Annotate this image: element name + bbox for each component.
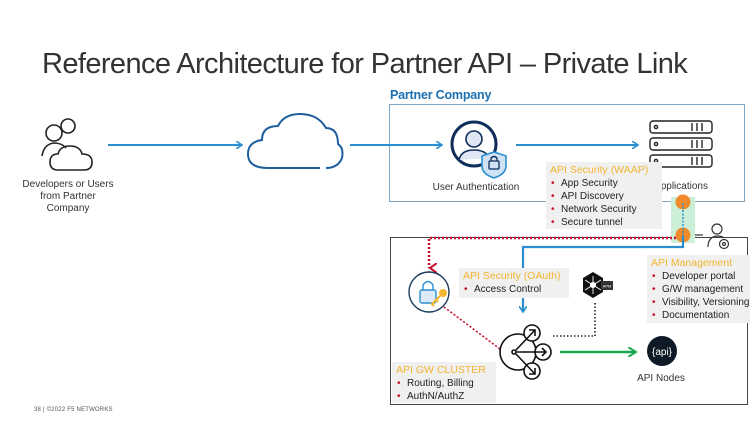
card-item: • AuthN/AuthZ bbox=[396, 390, 490, 403]
bullet-icon: • bbox=[551, 178, 555, 189]
card-item-text: AuthN/AuthZ bbox=[407, 391, 465, 402]
card-item-text: Developer portal bbox=[662, 271, 736, 282]
dotted-flow-apm-to-gateway bbox=[551, 303, 596, 337]
card-item: • Secure tunnel bbox=[550, 216, 656, 229]
card-item: • Developer portal bbox=[651, 270, 744, 283]
admin-user-gear-icon bbox=[695, 223, 730, 250]
developers-caption-line: from Partner bbox=[40, 191, 96, 202]
api-icon: {api} bbox=[647, 336, 677, 366]
bullet-icon: • bbox=[652, 310, 656, 321]
bullet-icon: • bbox=[397, 378, 401, 389]
bullet-icon: • bbox=[464, 284, 468, 295]
card-item-text: Visibility, Versioning bbox=[662, 297, 750, 308]
developers-caption: Developers or Users from Partner Company bbox=[12, 179, 124, 215]
developers-caption-line: Company bbox=[46, 203, 90, 214]
apm-hub-icon: APM bbox=[583, 272, 613, 298]
card-title: API Security (OAuth) bbox=[463, 270, 561, 282]
api-management-card: API Management • Developer portal • G/W ma… bbox=[647, 255, 750, 323]
bullet-icon: • bbox=[551, 217, 555, 228]
card-title: API GW CLUSTER bbox=[396, 364, 486, 376]
api-nodes-caption: API Nodes bbox=[637, 373, 685, 384]
apm-badge: APM bbox=[603, 284, 612, 289]
user-shield-icon bbox=[450, 120, 507, 179]
card-item: • Access Control bbox=[463, 283, 563, 296]
private-link-connector bbox=[671, 194, 695, 243]
card-item-text: API Discovery bbox=[561, 191, 624, 202]
cloud-icon bbox=[246, 112, 344, 169]
card-item: • API Discovery bbox=[550, 190, 656, 203]
bullet-icon: • bbox=[652, 284, 656, 295]
slide-title: Reference Architecture for Partner API –… bbox=[42, 48, 688, 80]
api-badge-text: {api} bbox=[652, 347, 673, 358]
card-item-text: G/W management bbox=[662, 284, 744, 295]
card-item-text: Routing, Billing bbox=[407, 378, 474, 389]
api-security-waap-card: API Security (WAAP) • App Security • API D… bbox=[546, 162, 662, 229]
card-item-text: Documentation bbox=[662, 310, 730, 321]
api-security-oauth-card: API Security (OAuth) • Access Control bbox=[459, 268, 569, 298]
partner-company-label: Partner Company bbox=[390, 88, 492, 102]
card-item-text: Access Control bbox=[474, 284, 542, 295]
api-gateway-router-icon bbox=[499, 324, 552, 380]
bullet-icon: • bbox=[652, 297, 656, 308]
dotted-flow-oauth-to-gateway bbox=[443, 306, 501, 350]
user-auth-caption: User Authentication bbox=[432, 182, 520, 193]
users-cloud-icon bbox=[41, 118, 93, 171]
lock-key-icon bbox=[408, 271, 450, 313]
server-stack-icon bbox=[649, 120, 713, 168]
card-title: API Management bbox=[651, 257, 733, 269]
card-item-text: Network Security bbox=[561, 204, 637, 215]
developers-caption-line: Developers or Users bbox=[22, 179, 114, 190]
card-item: • Network Security bbox=[550, 203, 656, 216]
card-item: • G/W management bbox=[651, 283, 744, 296]
slide-footer: 38 | ©2022 F5 NETWORKS bbox=[34, 407, 113, 413]
bullet-icon: • bbox=[551, 204, 555, 215]
applications-caption: Applications bbox=[654, 181, 708, 192]
card-item: • Documentation bbox=[651, 309, 744, 322]
api-gw-cluster-card: API GW CLUSTER • Routing, Billing • AuthN/… bbox=[392, 362, 496, 403]
card-title: API Security (WAAP) bbox=[550, 164, 649, 176]
card-item: • Routing, Billing bbox=[396, 377, 490, 390]
card-item-text: App Security bbox=[561, 178, 618, 189]
bullet-icon: • bbox=[652, 271, 656, 282]
card-item-text: Secure tunnel bbox=[561, 217, 623, 228]
dotted-flow-to-oauth bbox=[427, 236, 676, 268]
bullet-icon: • bbox=[397, 391, 401, 402]
card-item: • App Security bbox=[550, 177, 656, 190]
card-item: • Visibility, Versioning bbox=[651, 296, 749, 309]
bullet-icon: • bbox=[551, 191, 555, 202]
